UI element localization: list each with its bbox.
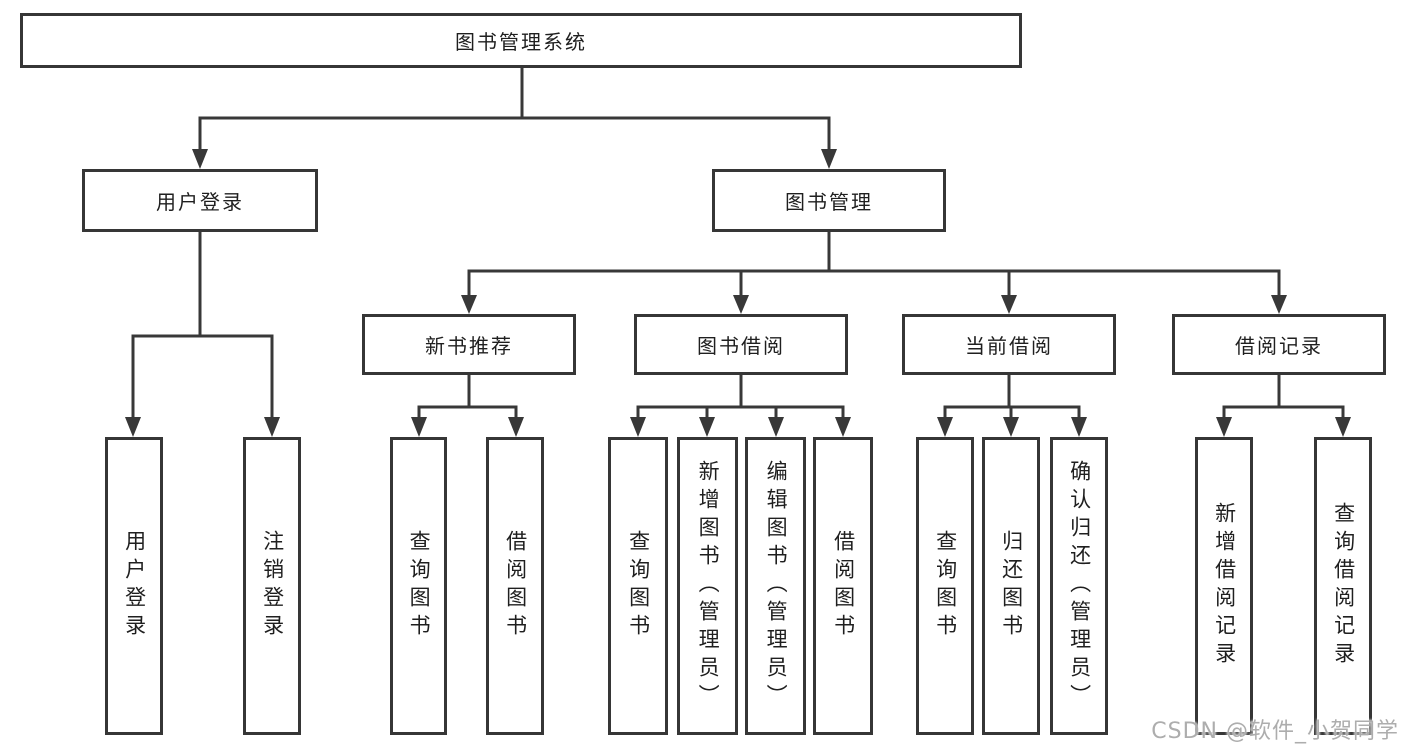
node-leaf-logout-label: 注销登录 <box>260 530 285 642</box>
node-new-book-rec: 新书推荐 <box>362 314 576 375</box>
node-book-mgmt-label: 图书管理 <box>785 190 873 214</box>
node-leaf-query-books-rec-label: 查询图书 <box>407 530 432 642</box>
node-leaf-add-borrow-record-label: 新增借阅记录 <box>1212 502 1237 670</box>
node-leaf-return-books-label: 归还图书 <box>999 530 1024 642</box>
node-book-mgmt: 图书管理 <box>712 169 946 232</box>
node-leaf-borrow-books-rec-label: 借阅图书 <box>503 530 528 642</box>
connector-borrow-records-to-leaves <box>1216 373 1351 437</box>
node-user-login-label: 用户登录 <box>156 190 244 214</box>
watermark: CSDN @软件_小贺同学 <box>1151 719 1399 744</box>
node-book-borrow-label: 图书借阅 <box>697 334 785 358</box>
node-leaf-confirm-return-admin: 确认归还（管理员） <box>1050 437 1108 735</box>
node-leaf-query-books-current-label: 查询图书 <box>933 530 958 642</box>
connector-book-mgmt-to-level3 <box>461 230 1287 314</box>
node-leaf-add-borrow-record: 新增借阅记录 <box>1195 437 1253 735</box>
node-leaf-return-books: 归还图书 <box>982 437 1040 735</box>
node-leaf-query-books-rec: 查询图书 <box>390 437 447 735</box>
node-leaf-borrow-books-rec: 借阅图书 <box>486 437 544 735</box>
node-leaf-query-books-borrow: 查询图书 <box>608 437 668 735</box>
connector-user-login-to-leaves <box>125 230 280 437</box>
node-leaf-user-login-label: 用户登录 <box>122 530 147 642</box>
node-leaf-query-borrow-record: 查询借阅记录 <box>1314 437 1372 735</box>
node-leaf-user-login: 用户登录 <box>105 437 163 735</box>
node-leaf-query-books-borrow-label: 查询图书 <box>626 530 651 642</box>
node-current-borrow: 当前借阅 <box>902 314 1116 375</box>
node-leaf-logout: 注销登录 <box>243 437 301 735</box>
node-leaf-add-books-admin: 新增图书（管理员） <box>677 437 738 735</box>
node-leaf-confirm-return-admin-label: 确认归还（管理员） <box>1067 460 1092 712</box>
node-root: 图书管理系统 <box>20 13 1022 68</box>
node-root-label: 图书管理系统 <box>455 30 587 54</box>
node-leaf-edit-books-admin: 编辑图书（管理员） <box>745 437 806 735</box>
node-book-borrow: 图书借阅 <box>634 314 848 375</box>
connector-new-book-rec-to-leaves <box>411 373 524 437</box>
node-new-book-rec-label: 新书推荐 <box>425 334 513 358</box>
node-leaf-borrow-books-borrow-label: 借阅图书 <box>831 530 856 642</box>
node-borrow-records: 借阅记录 <box>1172 314 1386 375</box>
node-leaf-edit-books-admin-label: 编辑图书（管理员） <box>764 460 789 712</box>
connector-book-borrow-to-leaves <box>630 373 851 437</box>
node-leaf-query-borrow-record-label: 查询借阅记录 <box>1331 502 1356 670</box>
connector-current-borrow-to-leaves <box>937 373 1087 437</box>
connector-root-to-level2 <box>192 66 837 169</box>
node-current-borrow-label: 当前借阅 <box>965 334 1053 358</box>
node-leaf-query-books-current: 查询图书 <box>916 437 974 735</box>
node-leaf-add-books-admin-label: 新增图书（管理员） <box>696 460 721 712</box>
node-user-login: 用户登录 <box>82 169 318 232</box>
node-leaf-borrow-books-borrow: 借阅图书 <box>813 437 873 735</box>
node-borrow-records-label: 借阅记录 <box>1235 334 1323 358</box>
